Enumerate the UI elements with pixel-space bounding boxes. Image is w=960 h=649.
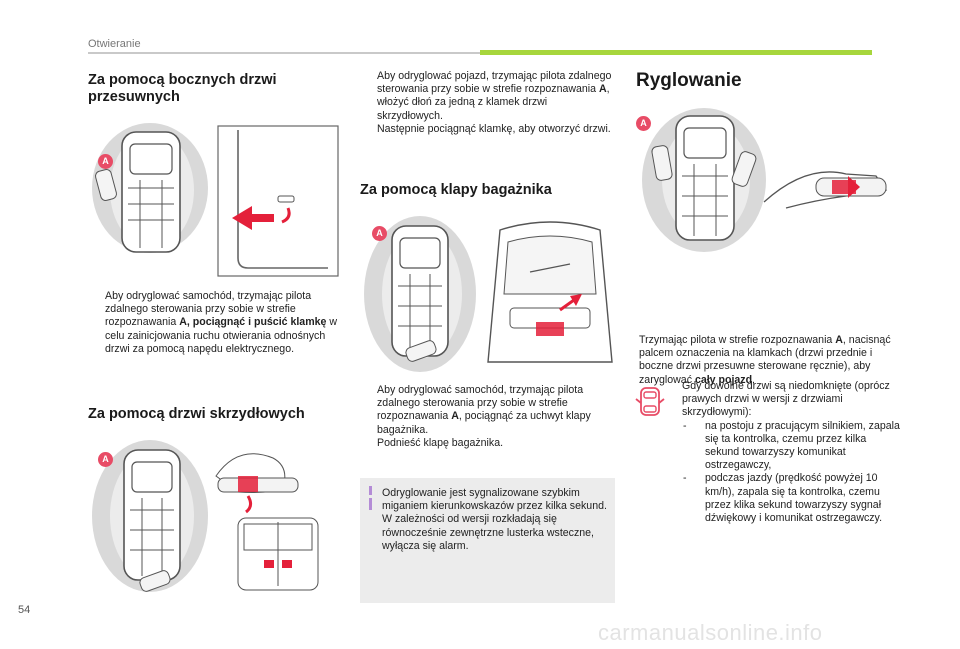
warning-item: - podczas jazdy (prędkość powyżej 10 km/… [683,472,883,525]
page-number: 54 [18,604,31,616]
zone-a-badge: A [372,226,387,241]
warning-intro: Gdy dowolne drzwi są niedomknięte (opróc… [682,380,890,419]
zone-a-badge: A [98,154,113,169]
figure-locking: A [636,104,896,254]
tailgate-illustration [364,216,613,372]
paragraph-tailgate-unlock: Aby odryglować samochód, trzymając pilot… [377,384,591,449]
heading-sliding-doors: Za pomocą bocznych drzwi przesuwnych [88,72,277,105]
locking-illustration [642,108,888,252]
zone-a-badge: A [636,116,651,131]
wing-doors-illustration [92,440,319,592]
info-text: Odryglowanie jest sygnalizowane szybkim … [382,487,607,552]
warning-text: Gdy dowolne drzwi są niedomknięte (opróc… [682,380,902,525]
paragraph-sliding-unlock: Aby odryglować samochód, trzymając pilot… [105,290,337,355]
sliding-door-illustration [92,123,339,277]
heading-locking: Ryglowanie [636,70,742,91]
figure-sliding-door: A [88,118,350,288]
info-icon [369,486,372,495]
figure-tailgate: A [360,212,615,380]
heading-tailgate: Za pomocą klapy bagażnika [360,182,552,198]
header-accent-bar [480,50,872,55]
door-open-warning-icon [635,387,665,416]
section-title: Otwieranie [88,38,141,50]
info-box: Odryglowanie jest sygnalizowane szybkim … [360,478,615,603]
paragraph-wing-unlock: Aby odryglować pojazd, trzymając pilota … [377,70,612,135]
watermark: carmanualsonline.info [598,620,823,645]
heading-wing-doors: Za pomocą drzwi skrzydłowych [88,406,305,422]
paragraph-locking: Trzymając pilota w strefie rozpoznawania… [639,334,891,386]
header-rule [88,52,480,54]
figure-wing-doors: A [88,436,350,600]
zone-a-badge: A [98,452,113,467]
warning-item: - na postoju z pracującym silnikiem, zap… [683,419,900,472]
